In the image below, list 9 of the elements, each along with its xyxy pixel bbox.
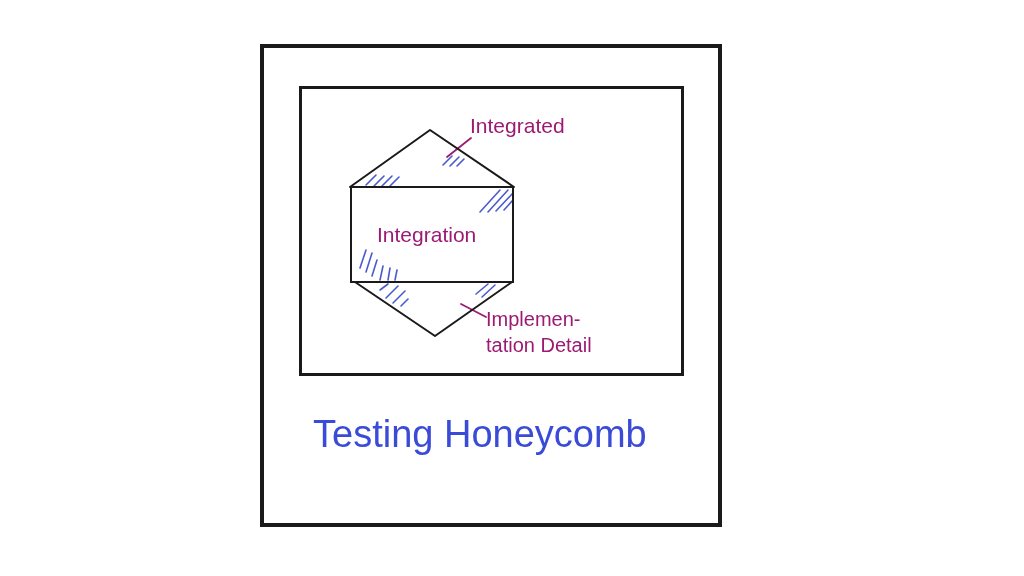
callout-label: Integrated xyxy=(470,113,565,139)
leader-line xyxy=(460,303,487,318)
caption-text: Testing Honeycomb xyxy=(313,412,647,457)
picture-frame xyxy=(299,86,684,376)
middle-layer-band xyxy=(350,186,514,283)
layer-label: Integration xyxy=(377,222,477,248)
leader-line xyxy=(446,137,472,158)
photo-frame xyxy=(260,44,722,527)
callout-label: Implemen- tation Detail xyxy=(486,306,626,358)
